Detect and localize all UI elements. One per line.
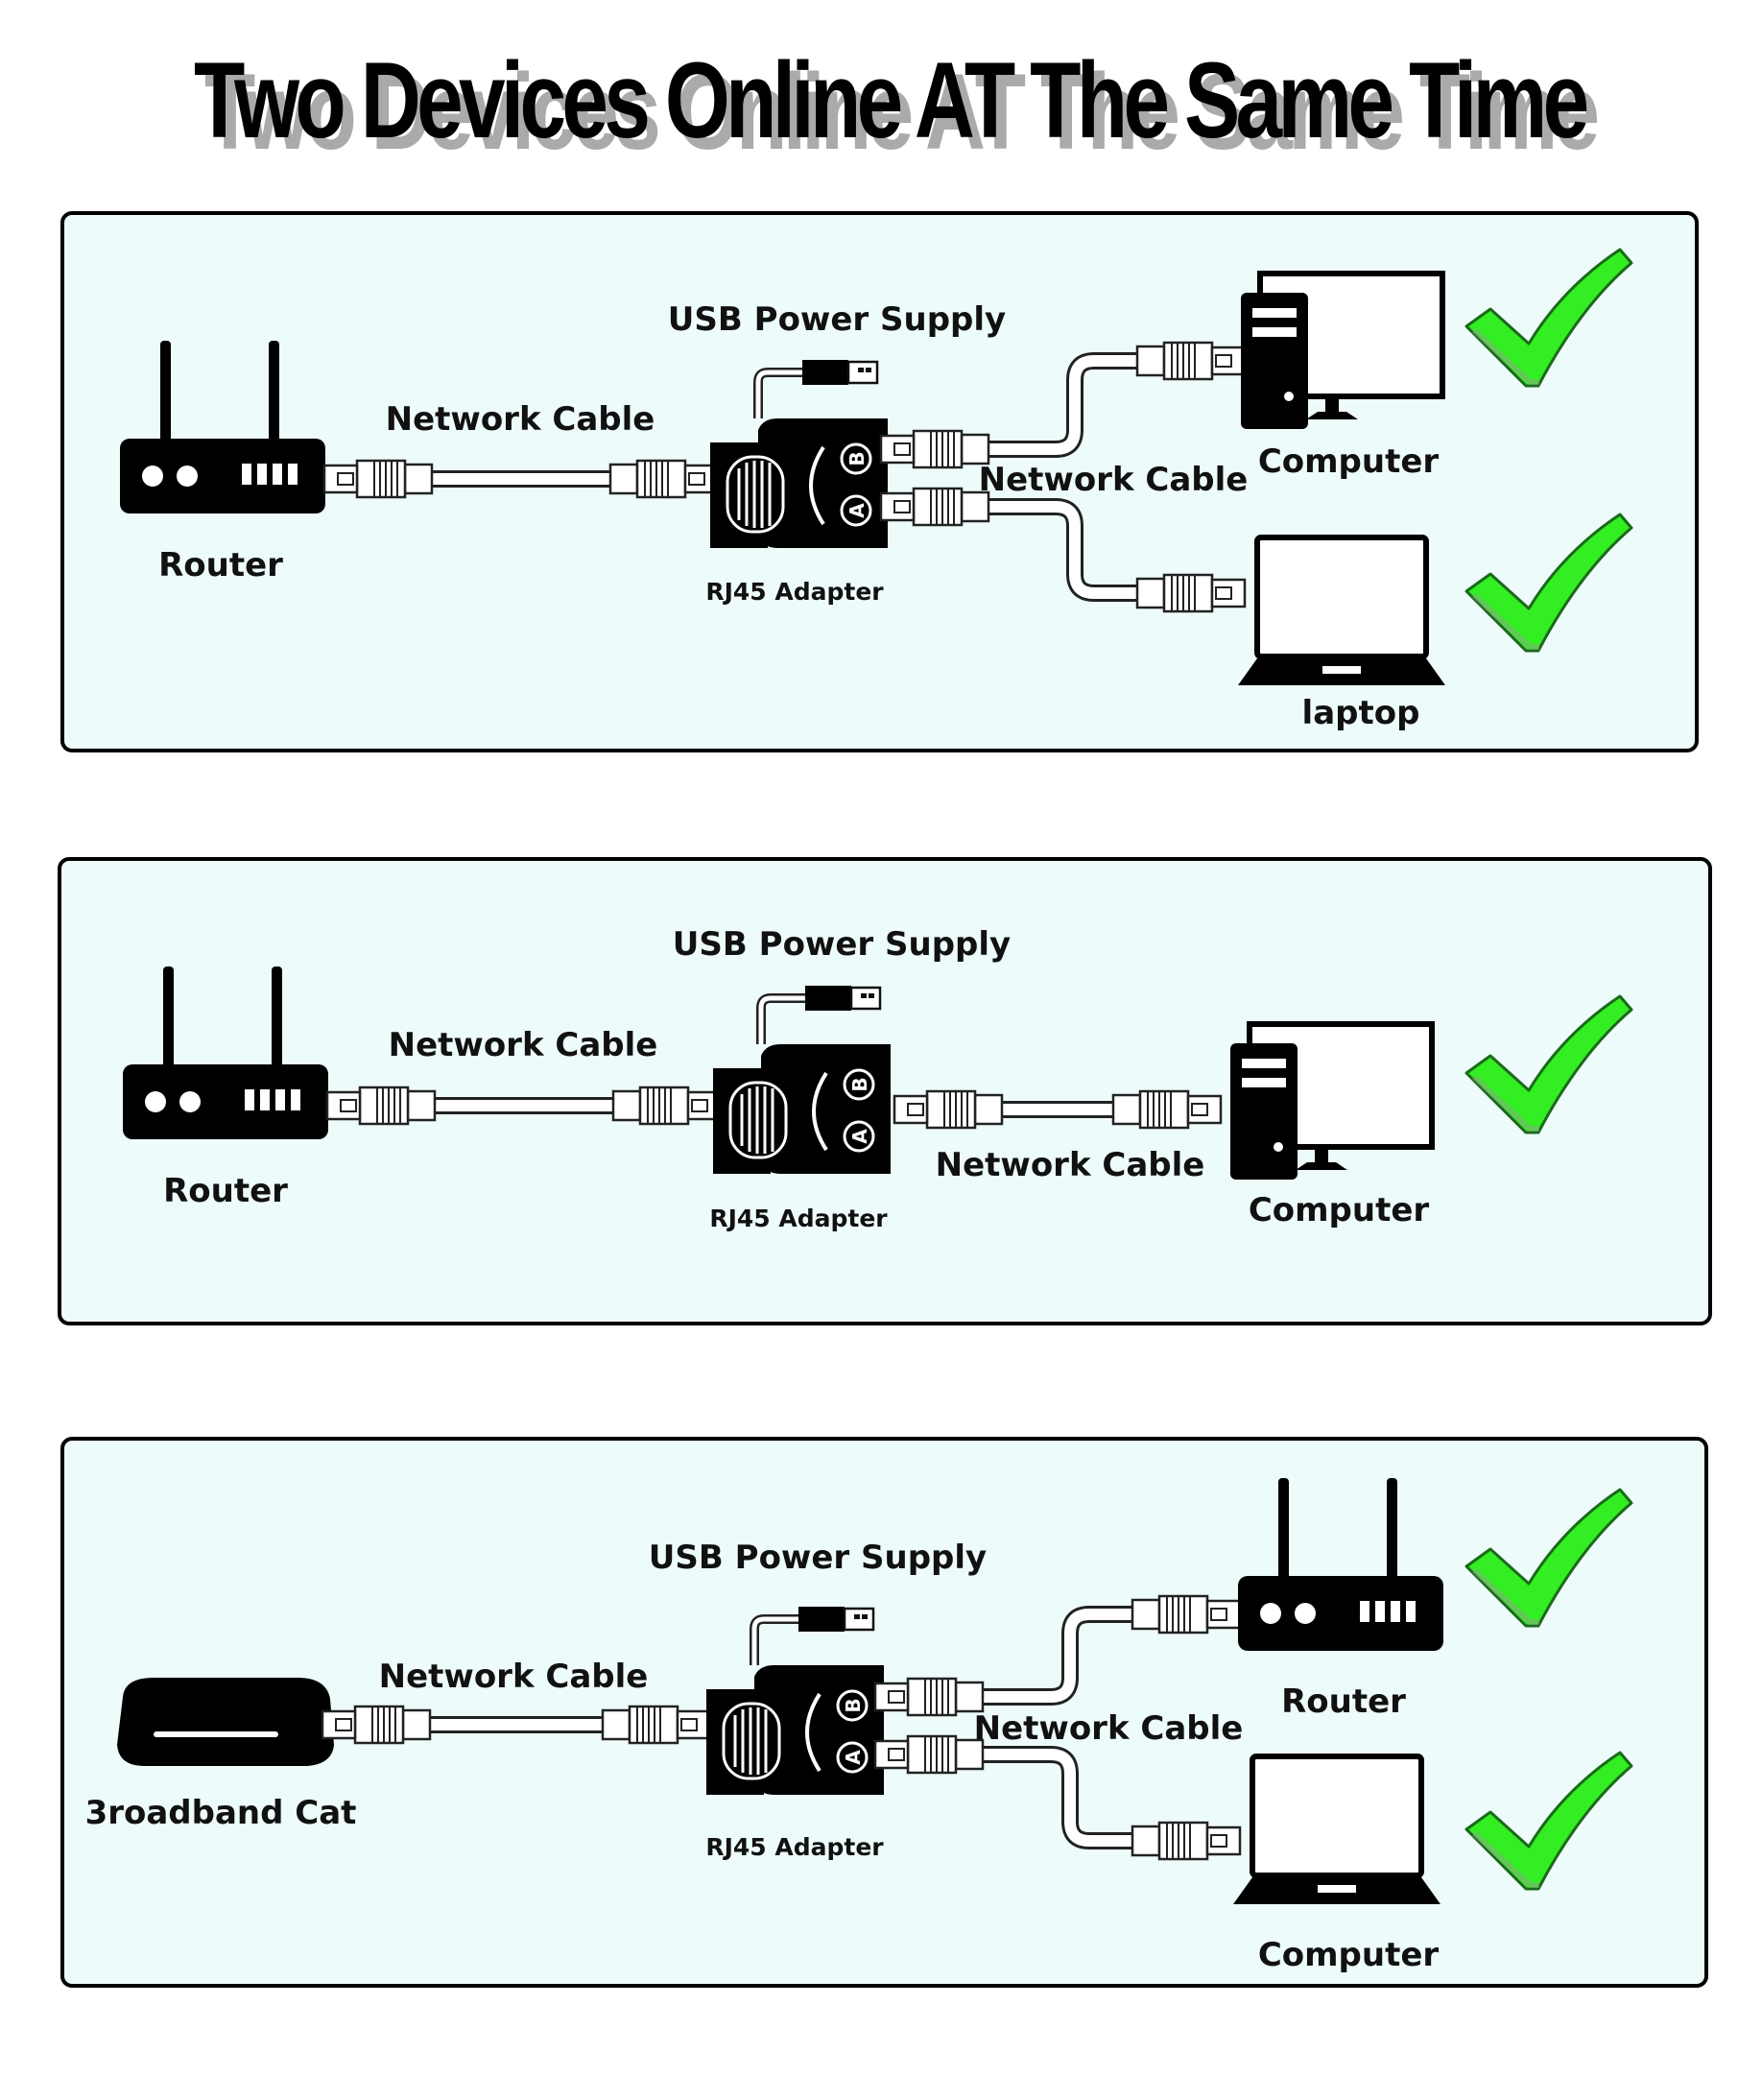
rj45-plug-icon (893, 1089, 1004, 1130)
panel-3: 3roadband Cat Network Cable RJ45 Adapter… (60, 1437, 1708, 1988)
adapter-label: RJ45 Adapter (709, 1205, 888, 1232)
rj45-plug-icon (608, 459, 720, 499)
rj45-plug-icon (873, 1677, 985, 1717)
adapter-label: RJ45 Adapter (705, 578, 884, 606)
rj45-plug-icon (1135, 573, 1247, 613)
rj45-plug-icon (1135, 341, 1247, 381)
usb-label: USB Power Supply (649, 1539, 987, 1577)
usb-plug-icon (803, 984, 882, 1013)
output-label-1: Computer (1258, 442, 1440, 481)
rj45-plug-icon (873, 1734, 985, 1775)
usb-plug-icon (797, 1605, 875, 1634)
rj45-plug-icon (601, 1705, 712, 1745)
rj45-plug-icon (322, 459, 434, 499)
output-label-1: Router (1281, 1682, 1406, 1721)
adapter-label: RJ45 Adapter (705, 1833, 884, 1861)
usb-label: USB Power Supply (673, 925, 1011, 964)
rj45-plug-icon (321, 1705, 432, 1745)
output-label-2: Computer (1258, 1936, 1440, 1974)
cable-label-left: Network Cable (386, 400, 655, 439)
rj45-plug-icon (611, 1086, 723, 1126)
cable-label-left: Network Cable (379, 1658, 649, 1696)
cable-label-right: Network Cable (936, 1146, 1205, 1184)
rj45-plug-icon (1111, 1089, 1223, 1130)
usb-plug-icon (800, 358, 879, 387)
output-label-2: laptop (1302, 694, 1420, 732)
rj45-plug-icon (325, 1086, 437, 1126)
source-label: Router (163, 1172, 288, 1210)
usb-label: USB Power Supply (668, 300, 1006, 339)
cable-label-right: Network Cable (974, 1709, 1244, 1748)
rj45-plug-icon (879, 429, 990, 469)
broadband-cat-icon (117, 1678, 334, 1766)
laptop-icon (1238, 537, 1445, 685)
cable-label-right: Network Cable (979, 461, 1249, 499)
source-label: 3roadband Cat (85, 1794, 357, 1832)
source-label: Router (158, 546, 283, 585)
output-label-1: Computer (1249, 1191, 1430, 1229)
laptop-icon (1233, 1756, 1441, 1904)
cable-label-left: Network Cable (389, 1026, 658, 1064)
panel-2: Router Network Cable RJ45 Adapter USB Po… (58, 857, 1712, 1325)
panel-1: Router Network Cable RJ45 Adapter USB Po… (60, 211, 1699, 752)
rj45-plug-icon (1131, 1821, 1242, 1861)
rj45-plug-icon (1131, 1594, 1242, 1635)
rj45-plug-icon (879, 487, 990, 527)
page-title: Two Devices Online AT The Same Time (193, 40, 1589, 160)
